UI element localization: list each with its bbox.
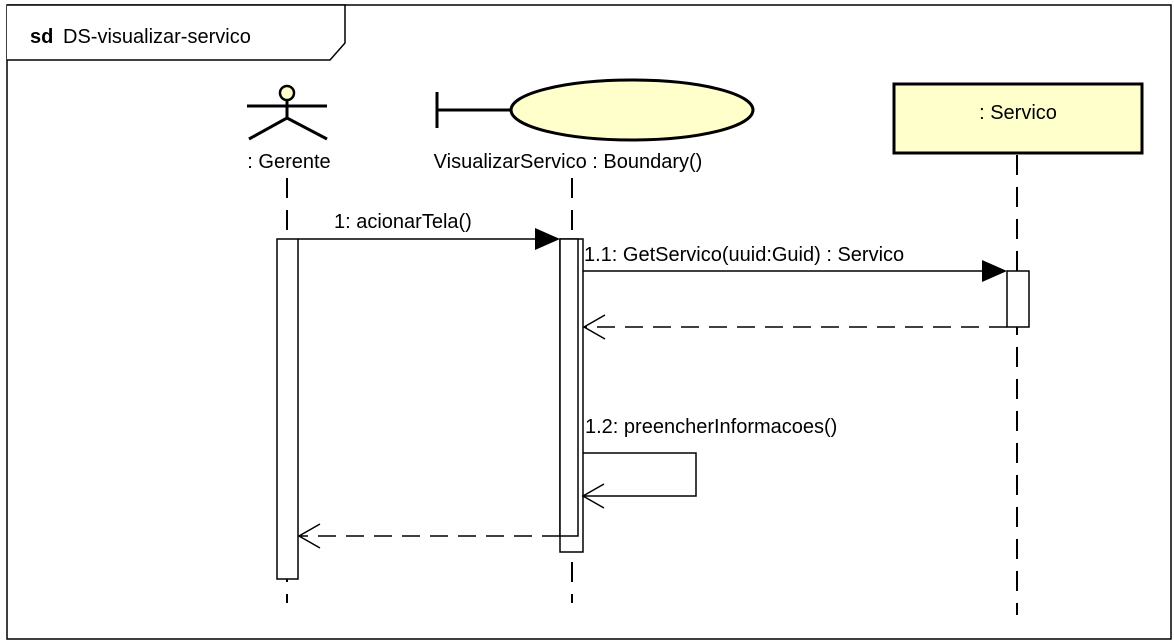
frame-name: DS-visualizar-servico — [63, 26, 251, 48]
message-1-1-return-arrowhead — [582, 314, 606, 340]
message-1-return-arrowhead — [297, 523, 321, 549]
servico-object-label: : Servico — [979, 102, 1057, 124]
boundary-label: VisualizarServico : Boundary() — [434, 151, 703, 173]
servico-activation-bar — [1006, 270, 1030, 328]
message-1-arrowhead — [535, 228, 560, 250]
actor-label: : Gerente — [247, 151, 330, 173]
boundary-nested-activation-bar — [559, 238, 579, 537]
message-1-1-label: 1.1: GetServico(uuid:Guid) : Servico — [584, 244, 904, 266]
message-1-label: 1: acionarTela() — [334, 211, 472, 233]
message-1-1-arrowhead — [982, 260, 1007, 282]
message-1-2-arrowhead — [581, 483, 605, 509]
frame-title-tab — [7, 4, 346, 61]
actor-stick-figure-icon — [247, 84, 328, 141]
message-1-2-label: 1.2: preencherInformacoes() — [585, 416, 837, 438]
actor-activation-bar — [276, 238, 299, 580]
servico-object-box — [892, 82, 1144, 155]
message-1-2-arrow — [583, 452, 697, 497]
frame-keyword: sd — [30, 26, 53, 48]
boundary-icon — [435, 78, 755, 142]
